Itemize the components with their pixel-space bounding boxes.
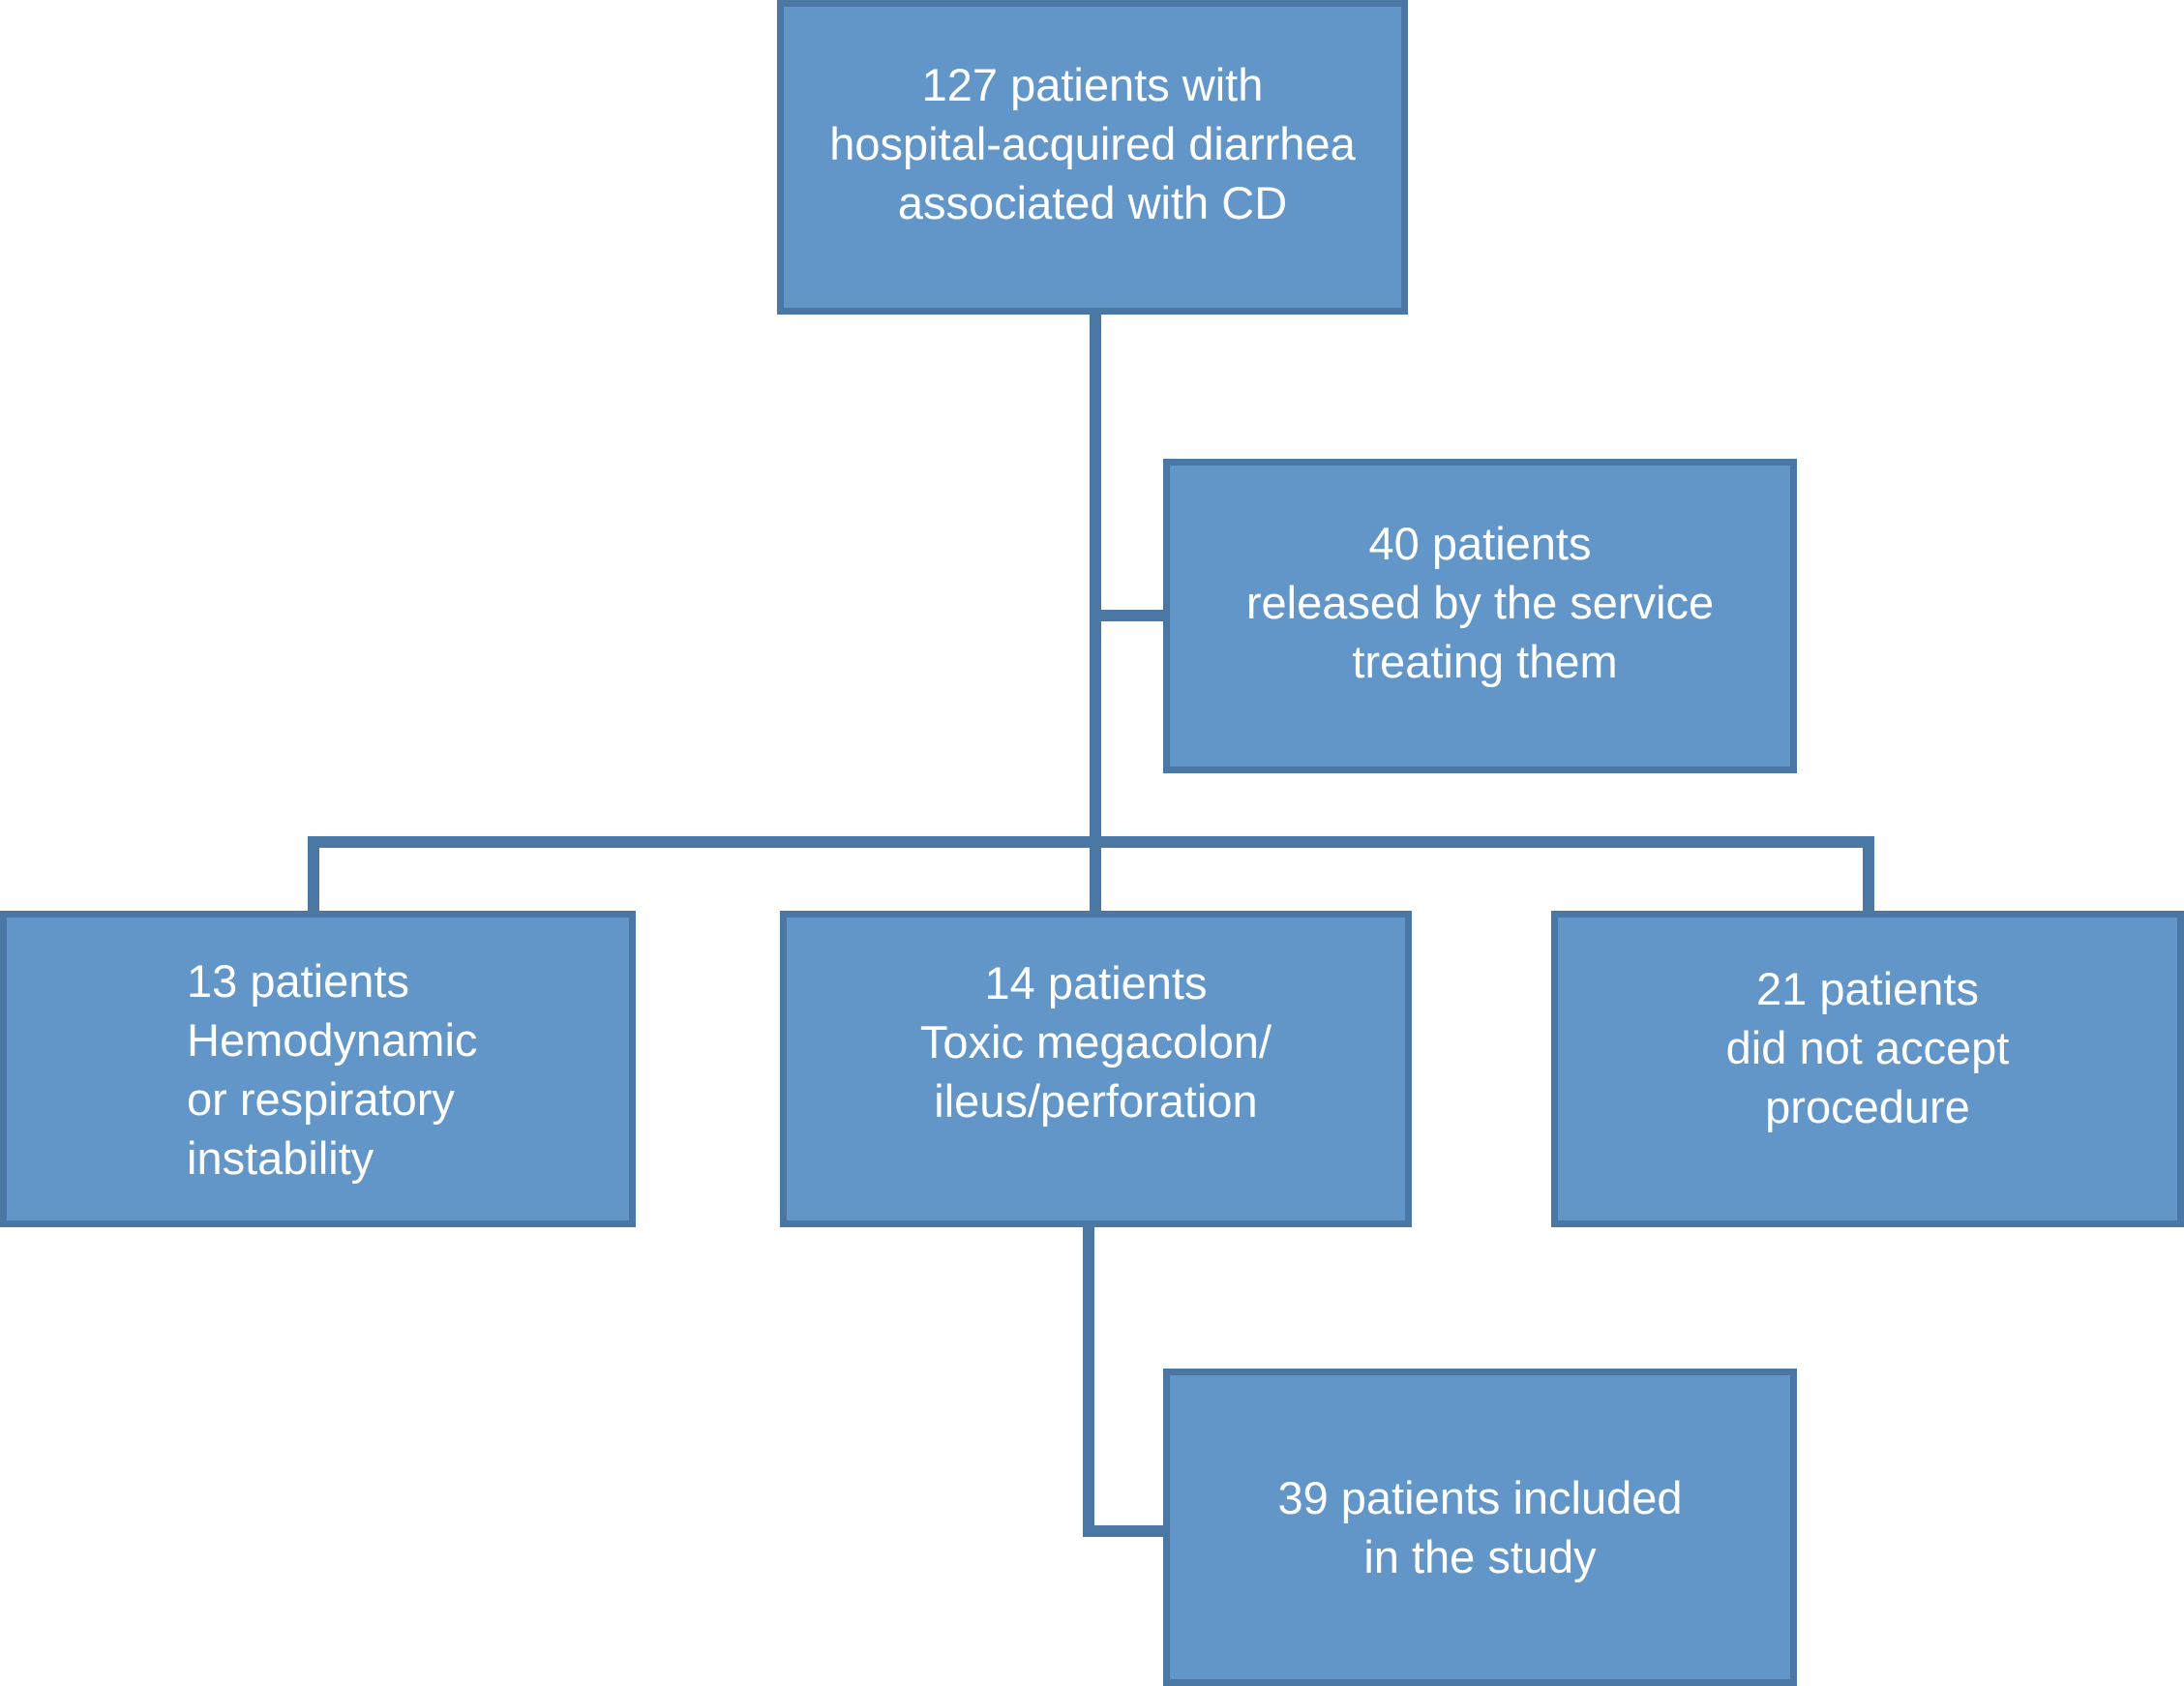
node-instability-patients-line-3: or respiratory — [187, 1072, 455, 1125]
node-initial-patients: 127 patients with hospital-acquired diar… — [777, 0, 1408, 315]
node-instability-patients: 13 patients Hemodynamic or respiratory i… — [0, 911, 636, 1227]
node-included-patients-line-2: in the study — [1363, 1531, 1597, 1582]
node-refused-patients-line-3: procedure — [1765, 1081, 1970, 1132]
node-released-patients-line-1: 40 patients — [1368, 518, 1592, 569]
node-initial-patients-line-2: hospital-acquired diarrhea — [829, 118, 1356, 169]
node-megacolon-patients-line-1: 14 patients — [984, 957, 1208, 1009]
node-refused-patients-line-2: did not accept — [1725, 1022, 2010, 1073]
node-initial-patients-line-1: 127 patients with — [921, 59, 1264, 110]
node-released-patients-line-3: treating them — [1352, 636, 1618, 687]
node-refused-patients: 21 patients did not accept procedure — [1551, 911, 2184, 1227]
node-initial-patients-line-3: associated with CD — [897, 177, 1288, 228]
node-refused-patients-line-1: 21 patients — [1756, 963, 1979, 1014]
node-instability-patients-line-4: instability — [187, 1131, 374, 1184]
node-instability-patients-line-1: 13 patients — [187, 954, 409, 1007]
node-included-patients-line-1: 39 patients included — [1277, 1472, 1683, 1523]
node-released-patients: 40 patients released by the service trea… — [1163, 459, 1797, 773]
connector-megacolon-to-included — [1083, 1227, 1163, 1537]
node-included-patients: 39 patients included in the study — [1163, 1369, 1797, 1686]
node-megacolon-patients-line-3: ileus/perforation — [934, 1075, 1258, 1127]
node-megacolon-patients-line-2: Toxic megacolon/ — [919, 1016, 1272, 1068]
node-instability-patients-line-2: Hemodynamic — [187, 1013, 478, 1066]
node-megacolon-patients: 14 patients Toxic megacolon/ ileus/perfo… — [780, 911, 1412, 1227]
node-released-patients-line-2: released by the service — [1245, 577, 1715, 628]
